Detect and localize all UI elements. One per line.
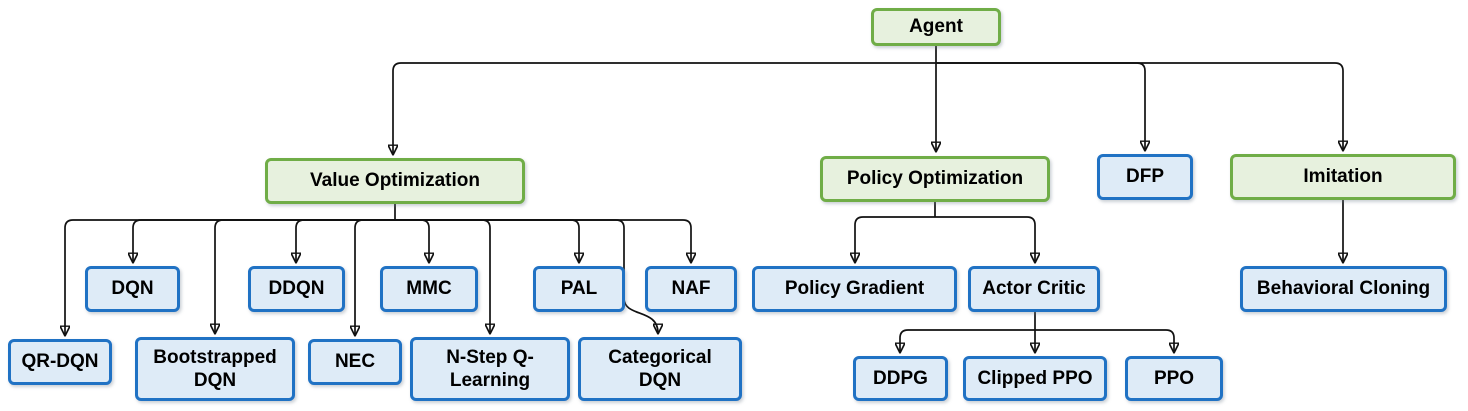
node-naf-label: NAF (671, 278, 711, 300)
node-policy-optimization: Policy Optimization (820, 156, 1050, 202)
edge-value-pal (395, 219, 579, 262)
node-categorical-dqn: Categorical DQN (578, 337, 742, 401)
edge-agent-dfp (936, 62, 1145, 150)
node-imitation: Imitation (1230, 154, 1456, 200)
node-ppo-label: PPO (1153, 367, 1195, 389)
node-n-step-q-learning-label: N-Step Q-Learning (446, 346, 534, 391)
edge-agent-imitation (936, 62, 1343, 150)
edge-value-nec (355, 219, 395, 335)
node-behavioral-cloning-label: Behavioral Cloning (1256, 278, 1431, 300)
node-nec: NEC (308, 339, 402, 385)
node-policy-optimization-label: Policy Optimization (846, 168, 1024, 190)
node-value-optimization: Value Optimization (265, 158, 525, 204)
edge-value-qr-dqn (65, 219, 395, 335)
node-actor-critic: Actor Critic (968, 266, 1100, 312)
node-qr-dqn-label: QR-DQN (21, 351, 99, 373)
node-nec-label: NEC (334, 351, 376, 373)
node-agent: Agent (871, 8, 1001, 46)
edge-policy-policy-gradient (855, 216, 935, 262)
edge-value-naf (395, 219, 691, 262)
node-agent-label: Agent (909, 16, 963, 38)
edge-policy-actor-critic (935, 216, 1035, 262)
node-categorical-dqn-label: Categorical DQN (608, 346, 712, 391)
node-dqn-label: DQN (111, 278, 154, 300)
edge-value-mmc (395, 219, 429, 262)
node-clipped-ppo: Clipped PPO (963, 356, 1107, 401)
node-policy-gradient: Policy Gradient (752, 266, 957, 312)
node-behavioral-cloning: Behavioral Cloning (1240, 266, 1447, 312)
edge-agent-value-optimization (393, 62, 936, 154)
node-dfp-label: DFP (1126, 166, 1164, 188)
node-dfp: DFP (1097, 154, 1193, 200)
node-pal: PAL (533, 266, 625, 312)
node-actor-critic-label: Actor Critic (982, 278, 1086, 300)
node-imitation-label: Imitation (1303, 166, 1383, 188)
node-pal-label: PAL (560, 278, 598, 300)
node-ddpg: DDPG (853, 356, 948, 401)
node-clipped-ppo-label: Clipped PPO (977, 367, 1093, 389)
node-n-step-q-learning: N-Step Q-Learning (410, 337, 570, 401)
edge-value-ddqn (296, 219, 395, 262)
node-mmc-label: MMC (406, 278, 452, 300)
node-dqn: DQN (85, 266, 180, 312)
node-policy-gradient-label: Policy Gradient (784, 278, 925, 300)
node-ddqn: DDQN (248, 266, 345, 312)
edge-actor-critic-ddpg (900, 329, 1035, 352)
edge-actor-critic-ppo (1035, 329, 1174, 352)
edge-value-dqn (133, 219, 395, 262)
node-bootstrapped-dqn: Bootstrapped DQN (135, 337, 295, 401)
node-naf: NAF (645, 266, 737, 312)
node-ppo: PPO (1125, 356, 1223, 401)
node-ddqn-label: DDQN (268, 278, 325, 300)
edge-value-bootstrapped-dqn (215, 219, 395, 333)
node-ddpg-label: DDPG (873, 367, 928, 389)
node-mmc: MMC (380, 266, 478, 312)
node-bootstrapped-dqn-label: Bootstrapped DQN (153, 346, 277, 391)
node-qr-dqn: QR-DQN (8, 339, 112, 385)
node-value-optimization-label: Value Optimization (310, 170, 480, 192)
